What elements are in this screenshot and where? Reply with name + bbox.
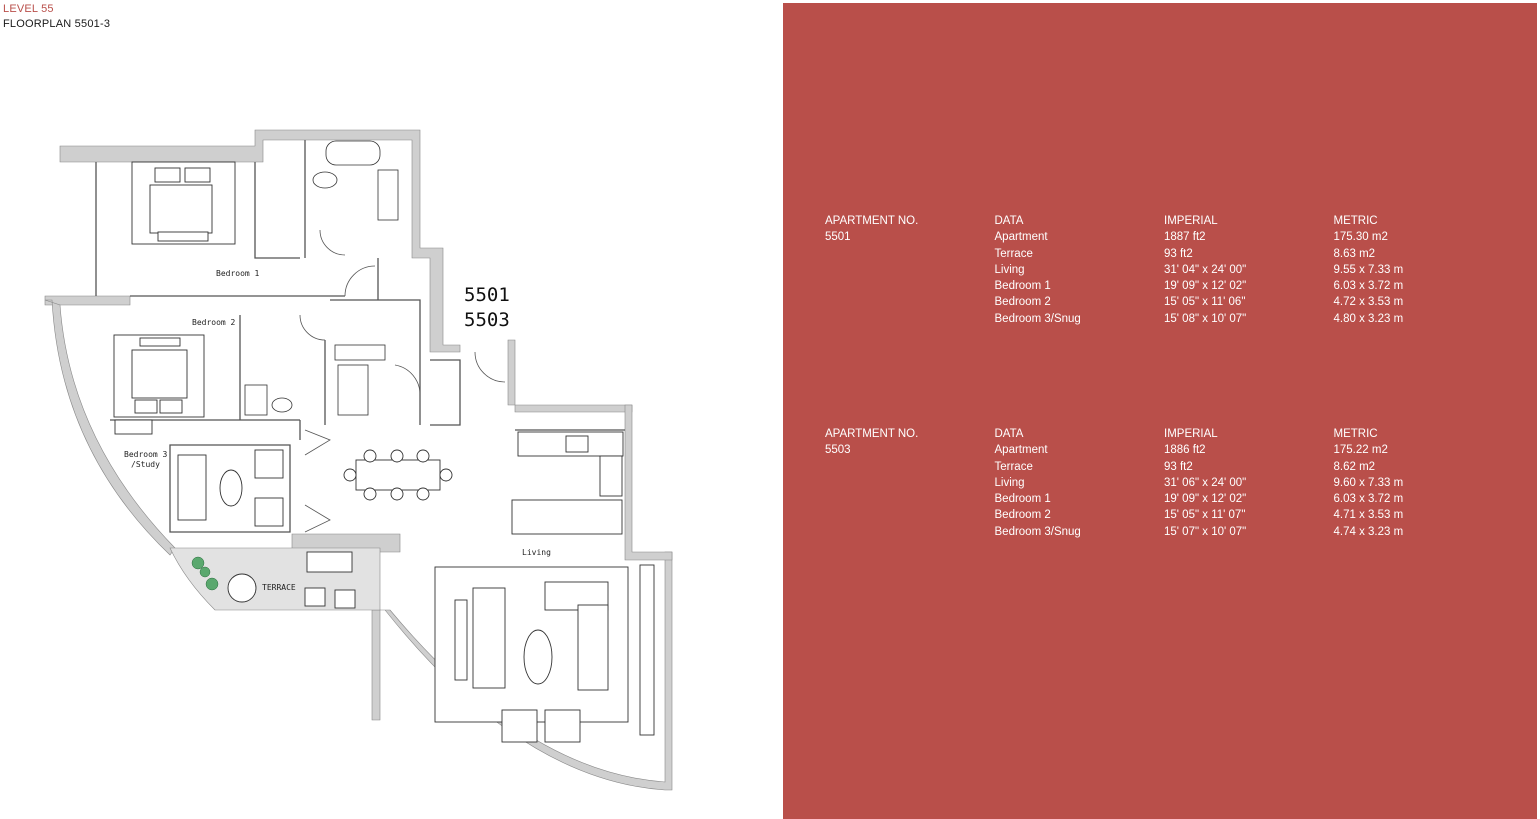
imperial-column: IMPERIAL 1887 ft2 93 ft2 31' 04" x 24' 0… <box>1164 213 1334 327</box>
imperial-value: 15' 08" x 10' 07" <box>1164 312 1247 325</box>
unit-number-5501: 5501 <box>464 284 510 306</box>
apartment-number-value: 5501 <box>825 231 851 244</box>
metric-value: 8.63 m2 <box>1333 247 1376 260</box>
bed-1 <box>131 161 236 245</box>
interior-walls <box>95 140 625 533</box>
data-label: Apartment <box>994 444 1048 457</box>
apartment-number-header: APARTMENT NO. <box>825 215 919 227</box>
terrace-furniture <box>227 551 356 609</box>
data-column: DATA Apartment Terrace Living Bedroom 1 … <box>995 213 1165 327</box>
imperial-value: 19' 09" x 12' 02" <box>1164 493 1247 506</box>
metric-value: 9.60 x 7.33 m <box>1333 476 1404 489</box>
data-label: Bedroom 3/Snug <box>994 312 1081 325</box>
room-label-bedroom3: Bedroom 3 <box>124 450 168 459</box>
metric-value: 175.30 m2 <box>1333 231 1388 244</box>
apartment-number-column: APARTMENT NO. 5503 <box>825 426 995 540</box>
metric-value: 4.72 x 3.53 m <box>1333 296 1404 309</box>
dining-table <box>343 449 453 501</box>
data-label: Bedroom 2 <box>994 509 1051 522</box>
imperial-header: IMPERIAL <box>1164 428 1218 440</box>
door-swings <box>299 229 506 533</box>
metric-column: METRIC 175.30 m2 8.63 m2 9.55 x 7.33 m 6… <box>1334 213 1504 327</box>
floorplan-drawing: 5501 5503 Bedroom 1 Bedroom 2 Bedroom 3 … <box>40 125 680 800</box>
apartment-number-column: APARTMENT NO. 5501 <box>825 213 995 327</box>
room-label-bedroom2: Bedroom 2 <box>192 318 236 327</box>
data-label: Bedroom 1 <box>994 280 1051 293</box>
apartment-table-5503: APARTMENT NO. 5503 DATA Apartment Terrac… <box>825 426 1505 540</box>
bed-2 <box>113 334 205 418</box>
page-header: LEVEL 55 FLOORPLAN 5501-3 <box>3 2 110 32</box>
metric-value: 6.03 x 3.72 m <box>1333 493 1404 506</box>
terrace-plants <box>191 556 219 591</box>
data-header: DATA <box>994 428 1024 440</box>
data-label: Terrace <box>994 247 1033 260</box>
study-furniture <box>114 419 284 527</box>
data-label: Bedroom 2 <box>994 296 1051 309</box>
room-label-living: Living <box>522 548 551 557</box>
imperial-value: 19' 09" x 12' 02" <box>1164 280 1247 293</box>
metric-value: 6.03 x 3.72 m <box>1333 280 1404 293</box>
data-label: Bedroom 1 <box>994 493 1051 506</box>
metric-value: 4.80 x 3.23 m <box>1333 312 1404 325</box>
apartment-number-value: 5503 <box>825 444 851 457</box>
imperial-value: 15' 07" x 10' 07" <box>1164 525 1247 538</box>
imperial-value: 15' 05" x 11' 07" <box>1164 509 1246 522</box>
room-label-study: /Study <box>131 460 160 469</box>
metric-header: METRIC <box>1333 428 1378 440</box>
imperial-column: IMPERIAL 1886 ft2 93 ft2 31' 06" x 24' 0… <box>1164 426 1334 540</box>
floorplan-svg: 5501 5503 Bedroom 1 Bedroom 2 Bedroom 3 … <box>44 129 673 791</box>
imperial-header: IMPERIAL <box>1164 215 1218 227</box>
imperial-value: 15' 05" x 11' 06" <box>1164 296 1246 309</box>
metric-value: 175.22 m2 <box>1333 444 1388 457</box>
metric-value: 8.62 m2 <box>1333 460 1376 473</box>
metric-header: METRIC <box>1333 215 1378 227</box>
floorplan-title: FLOORPLAN 5501-3 <box>3 18 111 30</box>
level-label: LEVEL 55 <box>3 3 54 15</box>
room-label-terrace: TERRACE <box>262 583 296 592</box>
apartment-data-panel: APARTMENT NO. 5501 DATA Apartment Terrac… <box>783 3 1537 819</box>
data-label: Living <box>994 476 1025 489</box>
data-header: DATA <box>994 215 1024 227</box>
imperial-value: 1887 ft2 <box>1164 231 1206 244</box>
apartment-number-header: APARTMENT NO. <box>825 428 919 440</box>
imperial-value: 93 ft2 <box>1164 247 1193 260</box>
metric-value: 9.55 x 7.33 m <box>1333 263 1404 276</box>
data-label: Terrace <box>994 460 1033 473</box>
imperial-value: 1886 ft2 <box>1164 444 1206 457</box>
unit-number-5503: 5503 <box>464 309 510 331</box>
data-label: Bedroom 3/Snug <box>994 525 1081 538</box>
apartment-table-5501: APARTMENT NO. 5501 DATA Apartment Terrac… <box>825 213 1505 327</box>
bath-fixtures <box>244 140 399 416</box>
imperial-value: 31' 04" x 24' 00" <box>1164 263 1247 276</box>
imperial-value: 31' 06" x 24' 00" <box>1164 476 1247 489</box>
room-label-bedroom1: Bedroom 1 <box>216 269 260 278</box>
metric-value: 4.74 x 3.23 m <box>1333 525 1404 538</box>
living-furniture <box>434 564 655 743</box>
imperial-value: 93 ft2 <box>1164 460 1193 473</box>
kitchen <box>511 431 624 535</box>
data-label: Living <box>994 263 1025 276</box>
metric-value: 4.71 x 3.53 m <box>1333 509 1404 522</box>
metric-column: METRIC 175.22 m2 8.62 m2 9.60 x 7.33 m 6… <box>1334 426 1504 540</box>
data-column: DATA Apartment Terrace Living Bedroom 1 … <box>995 426 1165 540</box>
data-label: Apartment <box>994 231 1048 244</box>
